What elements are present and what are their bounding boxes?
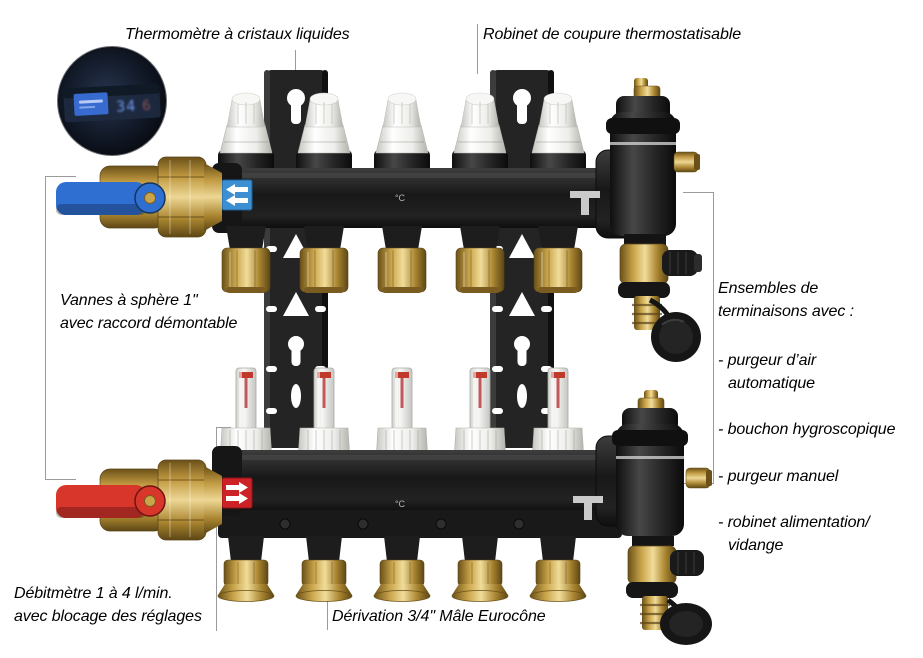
thermostatic-cap [373, 92, 431, 177]
end-group-bottom [612, 390, 712, 645]
label-ball-valves: Vannes à sphère 1" avec raccord démontab… [60, 292, 238, 333]
label-thermometer: Thermomètre à cristaux liquides [125, 26, 350, 43]
t-junction-mark-bottom [573, 496, 603, 520]
temp-scale-marking-bottom: °C [395, 499, 406, 509]
label-flow-meter: Débitmètre 1 à 4 l/min. avec blocage des… [14, 585, 202, 626]
label-end-groups-item: - robinet alimentation/ vidange [718, 514, 870, 555]
callout-line-branch-outlet [327, 598, 328, 630]
union-nut [455, 225, 505, 294]
label-end-groups-item: - purgeur d’air automatique [718, 351, 817, 392]
caleffi-logo-badge [73, 92, 109, 116]
protective-cap-bottom [660, 598, 712, 645]
arrow-right-icon [226, 482, 248, 493]
eurocone-outlet [373, 535, 431, 603]
supply-flow-arrow-label [221, 179, 253, 211]
bottom-manifold-body [214, 450, 626, 512]
label-end-groups-title: Ensembles de terminaisons avec : [718, 280, 854, 321]
automatic-air-vent-top [606, 78, 680, 236]
arrow-left-icon [226, 195, 248, 206]
eurocone-outlets [217, 535, 587, 603]
return-flow-arrow-label [221, 477, 253, 509]
end-group-top [606, 78, 702, 362]
arrow-left-icon [226, 184, 248, 195]
callout-bracket-ball-valves [45, 176, 76, 480]
lcd-reading-secondary: 6 [142, 98, 151, 114]
eurocone-outlet [451, 535, 509, 603]
automatic-air-vent-bottom [612, 390, 688, 536]
drain-valve-knob [662, 250, 698, 276]
valve-lever-red [56, 485, 146, 518]
eurocone-outlet [295, 535, 353, 603]
union-nut [377, 225, 427, 294]
label-end-groups-item: - purgeur manuel [718, 467, 839, 485]
eurocone-outlet [217, 535, 275, 603]
temp-scale-marking-top: °C [395, 193, 406, 203]
callout-line-shutoff-valve [477, 24, 478, 74]
union-nut [299, 225, 349, 294]
callout-line-flow-meter [216, 427, 231, 631]
union-nut [221, 225, 271, 294]
label-shutoff-valve: Robinet de coupure thermostatisable [483, 26, 741, 43]
union-nut [533, 225, 583, 294]
lcd-reading-primary: 34 [116, 97, 137, 116]
top-manifold-body [214, 168, 626, 228]
label-branch-outlet: Dérivation 3/4" Mâle Eurocône [332, 608, 546, 625]
ball-valve-supply [56, 156, 222, 238]
top-manifold: °C [212, 92, 649, 294]
ball-valve-return [56, 459, 222, 541]
lever-screw [144, 192, 156, 204]
lever-screw [144, 495, 156, 507]
t-junction-mark-top [570, 191, 600, 215]
bottom-manifold-lower-band [218, 510, 622, 538]
fill-drain-valve-top [619, 243, 702, 285]
label-end-groups: Ensembles de terminaisons avec : - purge… [718, 254, 918, 581]
eurocone-outlet [529, 535, 587, 603]
fill-drain-valve-bottom [627, 545, 704, 585]
valve-lever-blue [56, 182, 146, 215]
drain-valve-knob [670, 550, 704, 576]
label-end-groups-item: - bouchon hygroscopique [718, 421, 896, 439]
thermometer-inset: 34 6 [57, 46, 167, 156]
arrow-right-icon [226, 493, 248, 504]
protective-cap-top [648, 297, 701, 362]
